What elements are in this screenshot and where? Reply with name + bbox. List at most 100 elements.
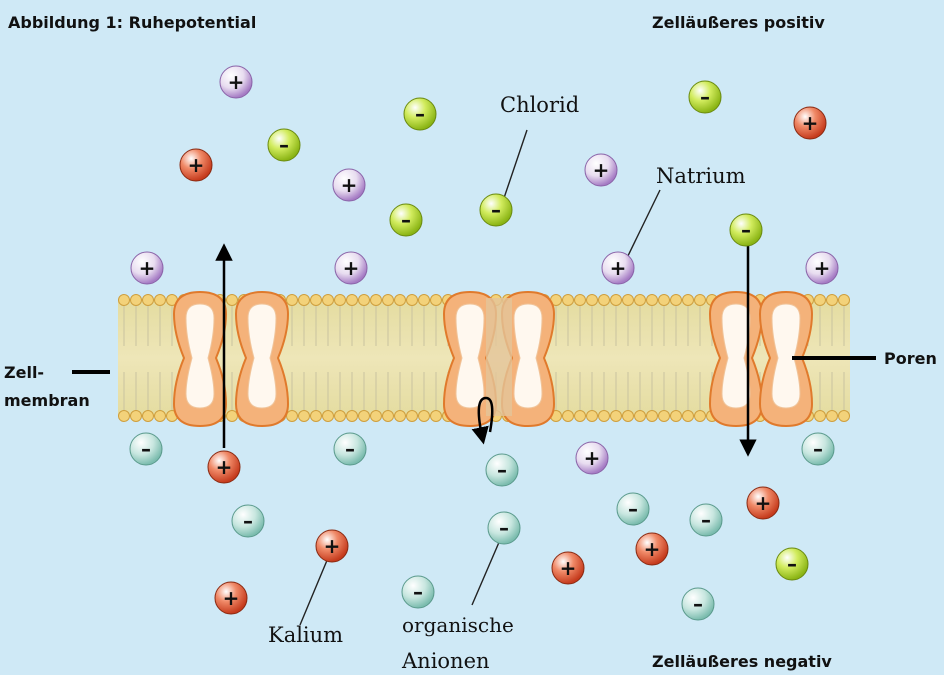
natrium-ion: + <box>806 252 838 284</box>
lipid-head <box>815 295 826 306</box>
ion-charge-symbol: + <box>802 111 819 135</box>
lipid-head <box>131 411 142 422</box>
lipid-head <box>299 411 310 422</box>
kalium-ion: + <box>316 530 348 562</box>
lipid-head <box>119 411 130 422</box>
lipid-head <box>395 411 406 422</box>
natrium-label: Natrium <box>656 164 746 188</box>
ion-charge-symbol: + <box>584 446 601 470</box>
ion-charge-symbol: + <box>228 70 245 94</box>
lipid-head <box>611 411 622 422</box>
lipid-head <box>371 295 382 306</box>
chlorid-ion: – <box>480 194 512 226</box>
lipid-head <box>311 295 322 306</box>
ion-charge-symbol: + <box>139 256 156 280</box>
anion-ion: – <box>402 576 434 608</box>
lipid-head <box>227 295 238 306</box>
ion-charge-symbol: – <box>741 218 751 242</box>
chlorid-label: Chlorid <box>500 93 579 117</box>
lipid-head <box>407 411 418 422</box>
ion-charge-symbol: + <box>814 256 831 280</box>
kalium-ion: + <box>180 149 212 181</box>
lipid-head <box>695 295 706 306</box>
lipid-head <box>611 295 622 306</box>
lipid-head <box>599 295 610 306</box>
ion-charge-symbol: + <box>560 556 577 580</box>
chlorid-ion: – <box>268 129 300 161</box>
chlorid-ion: – <box>730 214 762 246</box>
lipid-head <box>323 295 334 306</box>
lipid-head <box>587 411 598 422</box>
lipid-head <box>623 411 634 422</box>
lipid-head <box>227 411 238 422</box>
lipid-head <box>335 295 346 306</box>
lipid-head <box>299 295 310 306</box>
anion-ion: – <box>334 433 366 465</box>
anion-ion: – <box>802 433 834 465</box>
natrium-ion: + <box>131 252 163 284</box>
lipid-head <box>623 295 634 306</box>
ion-charge-symbol: – <box>401 208 411 232</box>
lipid-head <box>575 411 586 422</box>
ion-charge-symbol: – <box>279 133 289 157</box>
ion-charge-symbol: + <box>593 158 610 182</box>
anion-ion: – <box>682 588 714 620</box>
ion-charge-symbol: – <box>141 437 151 461</box>
kalium-ion: + <box>794 107 826 139</box>
outside-negative-label: Zelläußeres negativ <box>652 652 832 671</box>
poren-label: Poren <box>884 349 937 368</box>
ion-charge-symbol: + <box>343 256 360 280</box>
kalium-leader <box>300 558 328 625</box>
lipid-head <box>815 411 826 422</box>
natrium-ion: + <box>576 442 608 474</box>
ion-charge-symbol: – <box>243 509 253 533</box>
anion-ion: – <box>130 433 162 465</box>
chlorid-ion: – <box>390 204 422 236</box>
lipid-head <box>659 295 670 306</box>
anionen-label-line2: Anionen <box>401 649 490 673</box>
ion-charge-symbol: + <box>188 153 205 177</box>
ion-charge-symbol: + <box>341 173 358 197</box>
anion-ion: – <box>690 504 722 536</box>
lipid-head <box>323 411 334 422</box>
ion-charge-symbol: – <box>499 516 509 540</box>
lipid-head <box>827 295 838 306</box>
figure-title: Abbildung 1: Ruhepotential <box>8 13 256 32</box>
lipid-head <box>683 295 694 306</box>
ion-charge-symbol: + <box>223 586 240 610</box>
membran-label-line1: Zell- <box>4 363 44 382</box>
lipid-head <box>635 411 646 422</box>
lipid-head <box>431 295 442 306</box>
ion-charge-symbol: – <box>701 508 711 532</box>
anionen-label-line1: organische <box>402 613 514 637</box>
chlorid-ion: – <box>404 98 436 130</box>
lipid-head <box>635 295 646 306</box>
lipid-head <box>335 411 346 422</box>
chlorid-ion: – <box>689 81 721 113</box>
natrium-ion: + <box>220 66 252 98</box>
anion-ion: – <box>617 493 649 525</box>
kalium-ion: + <box>208 451 240 483</box>
chlorid-leader <box>504 130 527 198</box>
kalium-ion: + <box>747 487 779 519</box>
ion-charge-symbol: – <box>693 592 703 616</box>
lipid-head <box>659 411 670 422</box>
lipid-head <box>671 411 682 422</box>
lipid-head <box>431 411 442 422</box>
anion-ion: – <box>488 512 520 544</box>
ion-charge-symbol: – <box>497 458 507 482</box>
lipid-head <box>155 411 166 422</box>
lipid-head <box>407 295 418 306</box>
lipid-head <box>563 411 574 422</box>
chlorid-ion: – <box>776 548 808 580</box>
lipid-head <box>575 295 586 306</box>
ion-charge-symbol: – <box>415 102 425 126</box>
outside-positive-label: Zelläußeres positiv <box>652 13 825 32</box>
lipid-head <box>287 411 298 422</box>
lipid-head <box>395 295 406 306</box>
anion-ion: – <box>232 505 264 537</box>
lipid-head <box>647 411 658 422</box>
natrium-ion: + <box>335 252 367 284</box>
natrium-ion: + <box>602 252 634 284</box>
